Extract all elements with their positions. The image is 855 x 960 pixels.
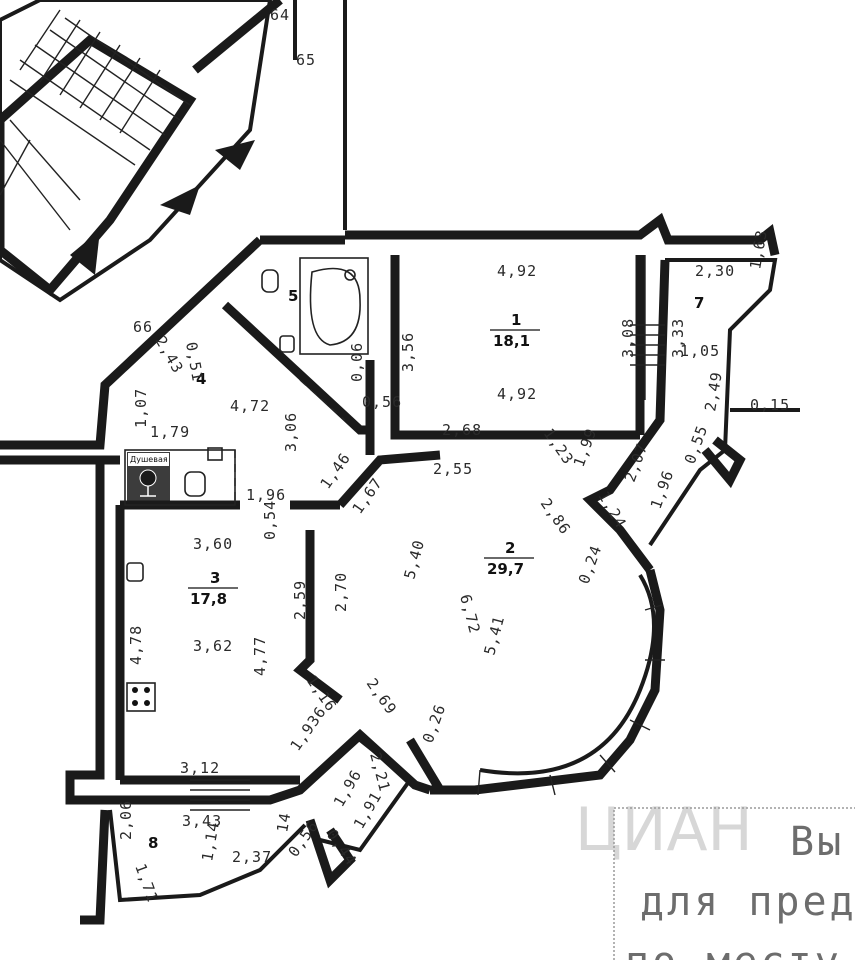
svg-text:1,63: 1,63 (746, 228, 771, 271)
svg-text:5,40: 5,40 (400, 538, 428, 581)
svg-text:2,68: 2,68 (442, 421, 482, 439)
svg-text:1,96: 1,96 (647, 468, 678, 512)
svg-text:3: 3 (210, 569, 220, 587)
svg-text:3,12: 3,12 (180, 759, 220, 777)
svg-text:3,08: 3,08 (619, 318, 637, 358)
svg-text:2,49: 2,49 (701, 370, 726, 413)
svg-text:2,55: 2,55 (433, 460, 473, 478)
svg-text:1,79: 1,79 (150, 423, 190, 441)
svg-text:3,60: 3,60 (193, 535, 233, 553)
svg-text:6,72: 6,72 (456, 592, 484, 635)
staircase-block: 64 (0, 0, 290, 303)
svg-text:0,15: 0,15 (750, 396, 790, 414)
bay-window-frames (477, 604, 665, 796)
svg-text:2: 2 (505, 539, 515, 557)
svg-text:1: 1 (511, 311, 521, 329)
room-7-label: 7 (694, 294, 704, 312)
svg-text:1,05: 1,05 (680, 342, 720, 360)
bathtub (299, 257, 369, 355)
svg-text:3,62: 3,62 (193, 637, 233, 655)
stamp: Вы для пред по месту (613, 807, 855, 960)
svg-text:0,55: 0,55 (681, 423, 712, 467)
svg-text:4,92: 4,92 (497, 385, 537, 403)
room-8-label: 8 (148, 834, 158, 852)
loggia-outline (319, 738, 413, 853)
svg-text:1,936: 1,936 (287, 703, 331, 754)
dimension-label: 65 (296, 51, 316, 69)
room-2-label: 2 29,7 (484, 539, 534, 578)
svg-text:2,69: 2,69 (363, 675, 401, 718)
svg-text:3,06: 3,06 (282, 412, 300, 452)
svg-text:4,77: 4,77 (251, 636, 269, 676)
svg-text:0,26: 0,26 (419, 702, 450, 746)
svg-text:2,59: 2,59 (291, 580, 309, 620)
apartment-walls (0, 212, 780, 925)
balcony-7-outline (648, 258, 778, 547)
svg-text:по месту: по месту (625, 939, 842, 960)
svg-text:5,41: 5,41 (480, 614, 508, 657)
room-4-label: 4 (196, 370, 206, 388)
svg-text:Вы: Вы (790, 819, 844, 865)
svg-text:17,8: 17,8 (190, 590, 227, 608)
svg-text:0,54: 0,54 (261, 500, 279, 540)
svg-text:14: 14 (273, 811, 294, 834)
room-5-label: 5 (288, 287, 298, 305)
balcony-8-outline (108, 809, 307, 903)
svg-text:2,06: 2,06 (117, 800, 135, 840)
room-3-label: 3 17,8 (188, 569, 238, 608)
svg-text:2,70: 2,70 (332, 572, 350, 612)
room-1-label: 1 18,1 (490, 311, 540, 350)
svg-text:29,7: 29,7 (487, 560, 524, 578)
kitchen-fixtures (126, 562, 156, 712)
svg-text:1,07: 1,07 (132, 388, 150, 428)
shower-room: Душевая (124, 447, 236, 506)
svg-text:66: 66 (133, 318, 153, 336)
svg-text:4,72: 4,72 (230, 397, 270, 415)
svg-text:0,51: 0,51 (182, 341, 207, 384)
svg-text:3,33: 3,33 (669, 318, 687, 358)
svg-text:2,43: 2,43 (152, 333, 188, 377)
svg-text:2,37: 2,37 (232, 848, 272, 866)
bay-window-arc (479, 573, 656, 776)
svg-text:0,56: 0,56 (362, 393, 402, 411)
svg-text:18,1: 18,1 (493, 332, 530, 350)
dimension-label: 64 (270, 6, 290, 24)
watermark: ЦИАН (575, 795, 753, 865)
shower-label: Душевая (130, 455, 168, 464)
svg-text:0,06: 0,06 (348, 342, 366, 382)
window-marks (190, 255, 665, 811)
svg-text:0,24: 0,24 (575, 543, 606, 587)
svg-text:2,30: 2,30 (695, 262, 735, 280)
svg-text:2,86: 2,86 (537, 495, 575, 538)
svg-text:4,92: 4,92 (497, 262, 537, 280)
svg-text:1,91: 1,91 (350, 788, 386, 832)
svg-text:1,46: 1,46 (317, 449, 355, 492)
svg-text:1,96: 1,96 (246, 486, 286, 504)
svg-text:3,43: 3,43 (182, 812, 222, 830)
svg-text:4,78: 4,78 (127, 625, 145, 665)
svg-text:3,56: 3,56 (399, 332, 417, 372)
toilet-fixture (261, 269, 346, 421)
svg-text:для пред: для пред (640, 879, 855, 925)
